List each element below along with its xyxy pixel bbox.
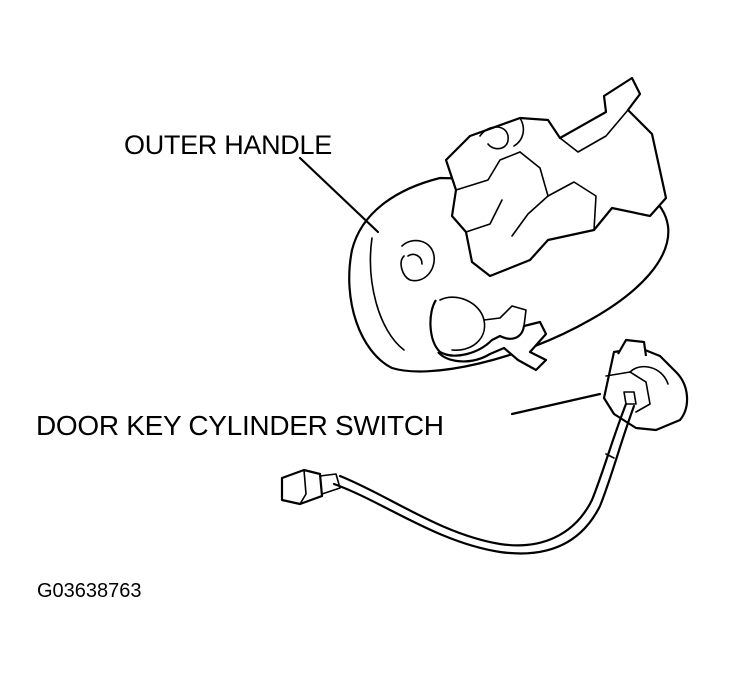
door-key-cylinder-switch-drawing — [602, 338, 689, 432]
outer-handle-label: OUTER HANDLE — [124, 130, 332, 160]
wire-harness-drawing — [280, 402, 636, 555]
switch-leader-line — [510, 392, 602, 416]
figure-id-label: G03638763 — [37, 580, 142, 602]
outer-handle-leader-line — [298, 156, 380, 234]
door-key-cylinder-switch-label: DOOR KEY CYLINDER SWITCH — [36, 410, 444, 441]
outer-handle-drawing — [348, 76, 670, 373]
